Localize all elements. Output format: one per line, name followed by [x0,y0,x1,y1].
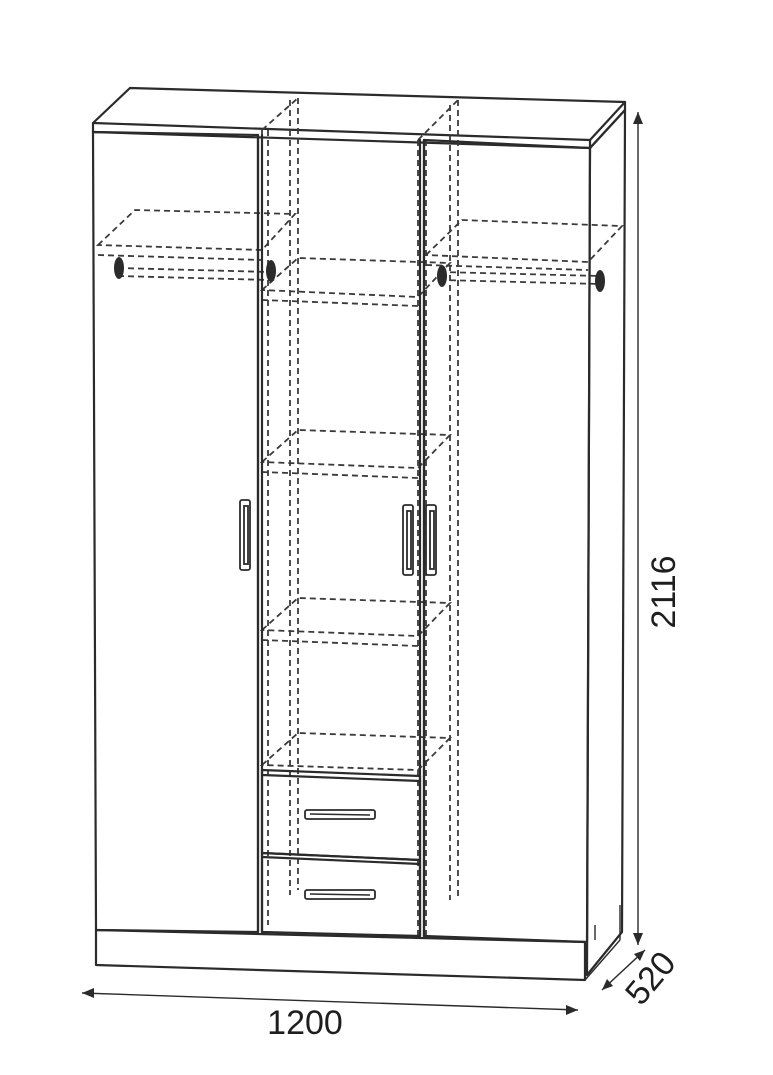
dimension-height: 2116 [633,112,683,945]
shelf-2 [259,429,453,479]
depth-label: 520 [618,944,684,1012]
plinth [94,928,587,982]
rail-holes [114,257,605,292]
left-rail-hole-icon [266,260,276,282]
doors [91,130,592,944]
drawer-lower [260,851,422,938]
height-label: 2116 [645,555,683,628]
cabinet-body [91,86,627,982]
shelf-1 [259,257,453,307]
dimension-depth: 520 [601,944,684,1012]
shelf-3 [259,597,453,647]
dimension-width: 1200 [81,988,579,1042]
shelf-4 [259,732,453,771]
cabinet-right-side [585,108,627,977]
drawers [260,768,422,938]
left-door [91,130,260,934]
left-rail-hole-icon [114,257,124,279]
cabinet-top [91,86,627,142]
right-door [422,138,592,944]
right-rail-hole-icon [595,270,605,292]
width-label: 1200 [267,1004,343,1042]
right-hanging-shelf [423,219,625,285]
left-hanging-shelf [95,209,298,281]
right-rail-hole-icon [437,265,447,287]
door-handles [239,499,437,576]
